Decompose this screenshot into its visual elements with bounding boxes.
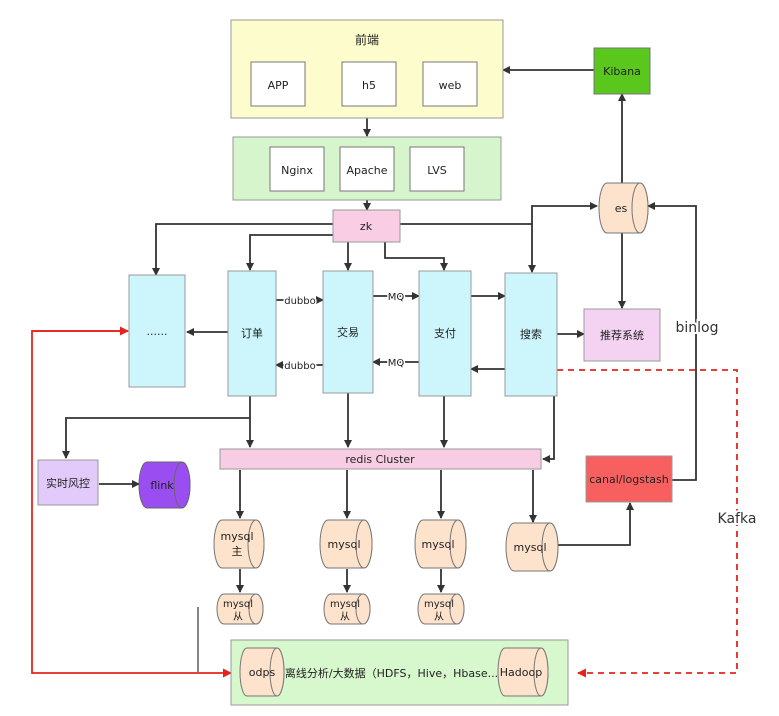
mysql-slave-2-sub: 从 <box>340 612 350 623</box>
canal-box <box>585 455 673 503</box>
frontend-group: 前端 APP h5 web <box>230 19 504 119</box>
trade-label: 交易 <box>337 325 359 339</box>
kibana-label: Kibana <box>603 65 641 78</box>
edge-zk-more <box>152 223 333 276</box>
mysql-3-label: mysql <box>422 538 455 551</box>
lvs-box <box>409 146 465 192</box>
edge-search-redis <box>542 396 555 463</box>
offline-group: odps 离线分析/大数据（HDFS，Hive，Hbase...） Hadoop <box>230 639 569 706</box>
nginx-label: Nginx <box>281 164 313 177</box>
mysql-4-label: mysql <box>514 541 547 554</box>
edge-search-es <box>531 202 598 224</box>
binlog-label: binlog <box>676 320 719 336</box>
lvs-label: LVS <box>427 164 446 177</box>
app-box <box>250 61 306 107</box>
risk-box <box>37 459 99 506</box>
flink-store: flink <box>138 461 191 509</box>
edge-mysql-canal <box>558 502 634 546</box>
edge-search-kafka-hadoop <box>557 369 738 678</box>
order-label: 订单 <box>241 327 263 340</box>
edge-zk-search <box>400 223 536 273</box>
mq-bottom-label: MQ <box>388 358 405 369</box>
flink-label: flink <box>150 479 174 492</box>
h5-label: h5 <box>362 79 376 92</box>
kafka-label: Kafka <box>718 511 757 527</box>
es-store: es <box>598 182 649 234</box>
mysql-master-store: mysql 主 <box>213 519 265 569</box>
dubbo-top-label: dubbo <box>284 296 316 307</box>
mysql-slave-3-label: mysql <box>424 599 454 610</box>
redis-box <box>219 448 542 470</box>
zk-box <box>332 209 401 243</box>
mysql-slave-1-label: mysql <box>223 599 253 610</box>
mysql-slave-3-sub: 从 <box>434 612 444 623</box>
frontend-title: 前端 <box>355 32 379 47</box>
more-box <box>128 274 186 388</box>
mysql-2-store: mysql <box>319 519 373 569</box>
es-label: es <box>615 202 628 215</box>
mysql-slave-2-store: mysql 从 <box>323 593 371 625</box>
web-box <box>422 61 478 107</box>
hadoop-label: Hadoop <box>500 666 542 679</box>
zk-label: zk <box>360 220 373 233</box>
mysql-slave-1-store: mysql 从 <box>216 593 264 625</box>
nginx-box <box>269 146 325 192</box>
edge-zk-order <box>246 234 345 271</box>
kibana-box <box>593 47 651 95</box>
trade-box <box>322 270 374 394</box>
mysql-2-label: mysql <box>328 538 361 551</box>
dubbo-bottom-label: dubbo <box>284 361 316 372</box>
edge-order-risk <box>62 417 250 459</box>
mysql-slave-2-label: mysql <box>330 599 360 610</box>
mysql-4-store: mysql <box>505 522 559 572</box>
apache-label: Apache <box>346 164 387 177</box>
mq-top-label: MQ <box>388 292 405 303</box>
more-label: ...... <box>147 325 168 338</box>
mysql-master-label: mysql <box>221 530 254 543</box>
canal-label: canal/logstash <box>589 473 669 486</box>
mysql-slave-1-sub: 从 <box>233 612 243 623</box>
web-label: web <box>439 79 462 92</box>
redis-label: redis Cluster <box>345 453 415 466</box>
risk-label: 实时风控 <box>46 476 90 490</box>
mysql-master-sub: 主 <box>232 545 243 558</box>
recommend-box <box>583 308 661 362</box>
payment-box <box>418 270 472 397</box>
connectors <box>62 66 697 672</box>
payment-label: 支付 <box>434 327 456 340</box>
app-label: APP <box>268 79 289 92</box>
search-box <box>504 272 558 397</box>
odps-label: odps <box>249 666 276 679</box>
proxy-group: Nginx Apache LVS <box>232 136 502 201</box>
mysql-3-store: mysql <box>414 519 467 569</box>
offline-label: 离线分析/大数据（HDFS，Hive，Hbase...） <box>285 666 509 680</box>
recommend-label: 推荐系统 <box>600 328 644 342</box>
edge-zk-payment <box>384 242 448 271</box>
apache-box <box>339 146 395 192</box>
h5-box <box>341 61 397 107</box>
edge-canal-es <box>647 202 697 481</box>
search-label: 搜索 <box>520 327 542 341</box>
mysql-slave-3-store: mysql 从 <box>417 593 465 625</box>
order-box <box>227 270 277 397</box>
